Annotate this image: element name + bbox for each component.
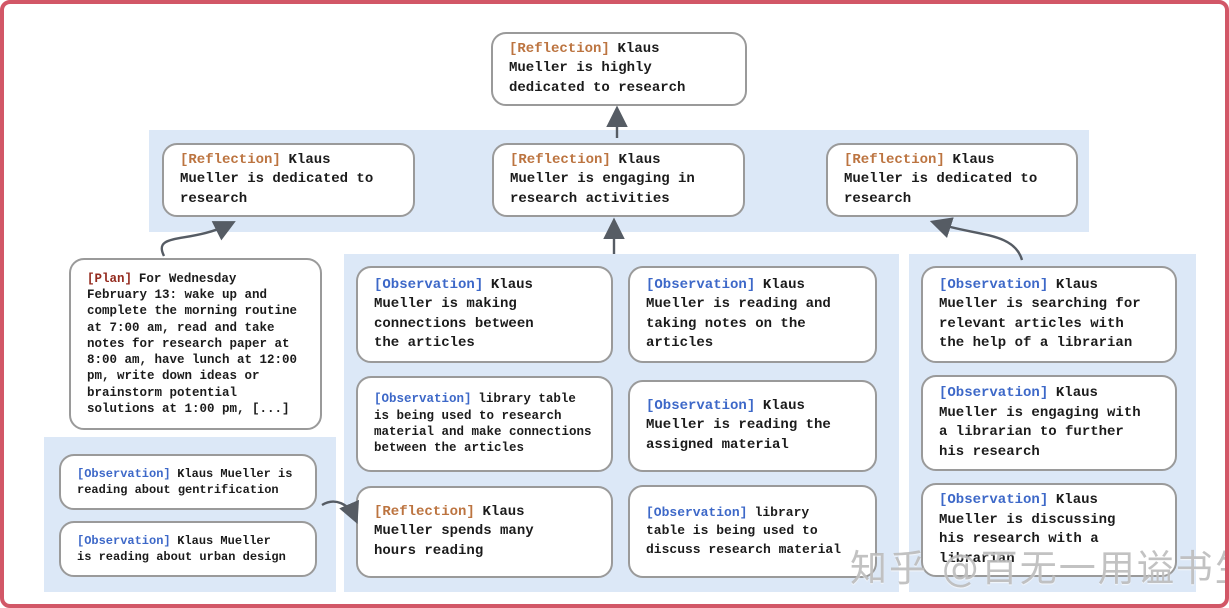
node-body: library table is being used to research … — [374, 392, 592, 456]
node-body: Klaus Mueller is making connections betw… — [374, 276, 534, 352]
node-text: [Observation]library table is being used… — [646, 504, 865, 560]
node-body: Klaus Mueller is dedicated to research — [180, 151, 374, 207]
node-obs-library-research: [Observation]library table is being used… — [356, 376, 613, 472]
reflection-tag: [Reflection] — [510, 151, 611, 168]
node-obs-engaging-librarian: [Observation]Klaus Mueller is engaging w… — [921, 375, 1177, 471]
node-obs-library-discuss: [Observation]library table is being used… — [628, 485, 877, 578]
observation-tag: [Observation] — [77, 534, 171, 548]
node-body: Klaus Mueller is highly dedicated to res… — [509, 40, 686, 96]
node-obs-assigned: [Observation]Klaus Mueller is reading th… — [628, 380, 877, 472]
reflection-tag: [Reflection] — [180, 151, 281, 168]
node-text: [Observation]Klaus Mueller is reading an… — [646, 276, 865, 354]
observation-tag: [Observation] — [374, 276, 484, 293]
node-text: [Reflection]Klaus Mueller is dedicated t… — [180, 151, 403, 210]
observation-tag: [Observation] — [374, 392, 472, 407]
node-text: [Observation]Klaus Mueller is reading ab… — [77, 466, 305, 498]
node-text: [Observation]Klaus Mueller is reading ab… — [77, 533, 305, 565]
node-body: Klaus Mueller is searching for relevant … — [939, 276, 1141, 352]
observation-tag: [Observation] — [646, 397, 756, 414]
node-obs-urban-design: [Observation]Klaus Mueller is reading ab… — [59, 521, 317, 577]
node-body: Klaus Mueller is reading the assigned ma… — [646, 397, 831, 453]
node-text: [Plan]For Wednesday February 13: wake up… — [87, 271, 310, 418]
node-text: [Observation]Klaus Mueller is searching … — [939, 276, 1165, 354]
observation-tag: [Observation] — [646, 504, 748, 520]
node-body: Klaus Mueller is dedicated to research — [844, 151, 1038, 207]
node-reflection-left: [Reflection]Klaus Mueller is dedicated t… — [162, 143, 415, 217]
node-body: For Wednesday February 13: wake up and c… — [87, 271, 298, 417]
node-text: [Observation]Klaus Mueller is discussing… — [939, 491, 1165, 569]
reflection-tag: [Reflection] — [844, 151, 945, 168]
node-obs-discussing: [Observation]Klaus Mueller is discussing… — [921, 483, 1177, 577]
node-top-reflection: [Reflection]Klaus Mueller is highly dedi… — [491, 32, 747, 106]
node-text: [Reflection]Klaus Mueller is highly dedi… — [509, 40, 735, 99]
node-obs-taking-notes: [Observation]Klaus Mueller is reading an… — [628, 266, 877, 363]
node-text: [Reflection]Klaus Mueller is dedicated t… — [844, 151, 1066, 210]
node-body: Klaus Mueller is engaging in research ac… — [510, 151, 695, 207]
node-body: Klaus Mueller is reading about gentrific… — [77, 467, 293, 497]
node-reflection-right: [Reflection]Klaus Mueller is dedicated t… — [826, 143, 1078, 217]
node-text: [Observation]Klaus Mueller is reading th… — [646, 397, 865, 456]
node-obs-gentrification: [Observation]Klaus Mueller is reading ab… — [59, 454, 317, 510]
node-plan: [Plan]For Wednesday February 13: wake up… — [69, 258, 322, 430]
node-text: [Reflection]Klaus Mueller spends many ho… — [374, 503, 601, 562]
plan-tag: [Plan] — [87, 271, 133, 286]
node-text: [Observation]Klaus Mueller is making con… — [374, 276, 601, 354]
node-reflection-mid: [Reflection]Klaus Mueller is engaging in… — [492, 143, 745, 217]
node-text: [Reflection]Klaus Mueller is engaging in… — [510, 151, 733, 210]
node-body: library table is being used to discuss r… — [646, 504, 842, 557]
node-text: [Observation]library table is being used… — [374, 391, 601, 456]
node-body: Klaus Mueller is reading about urban des… — [77, 534, 286, 564]
node-body: Klaus Mueller is engaging with a librari… — [939, 385, 1141, 460]
node-reflection-hours: [Reflection]Klaus Mueller spends many ho… — [356, 486, 613, 578]
observation-tag: [Observation] — [939, 276, 1049, 293]
observation-tag: [Observation] — [939, 385, 1049, 401]
reflection-tag: [Reflection] — [509, 40, 610, 57]
node-body: Klaus Mueller spends many hours reading — [374, 503, 534, 559]
node-body: Klaus Mueller is discussing his research… — [939, 492, 1116, 567]
node-obs-searching: [Observation]Klaus Mueller is searching … — [921, 266, 1177, 363]
node-body: Klaus Mueller is reading and taking note… — [646, 276, 831, 352]
reflection-tag: [Reflection] — [374, 503, 475, 520]
node-obs-connections: [Observation]Klaus Mueller is making con… — [356, 266, 613, 363]
observation-tag: [Observation] — [77, 467, 171, 481]
node-text: [Observation]Klaus Mueller is engaging w… — [939, 384, 1165, 462]
observation-tag: [Observation] — [939, 492, 1049, 508]
observation-tag: [Observation] — [646, 276, 756, 293]
